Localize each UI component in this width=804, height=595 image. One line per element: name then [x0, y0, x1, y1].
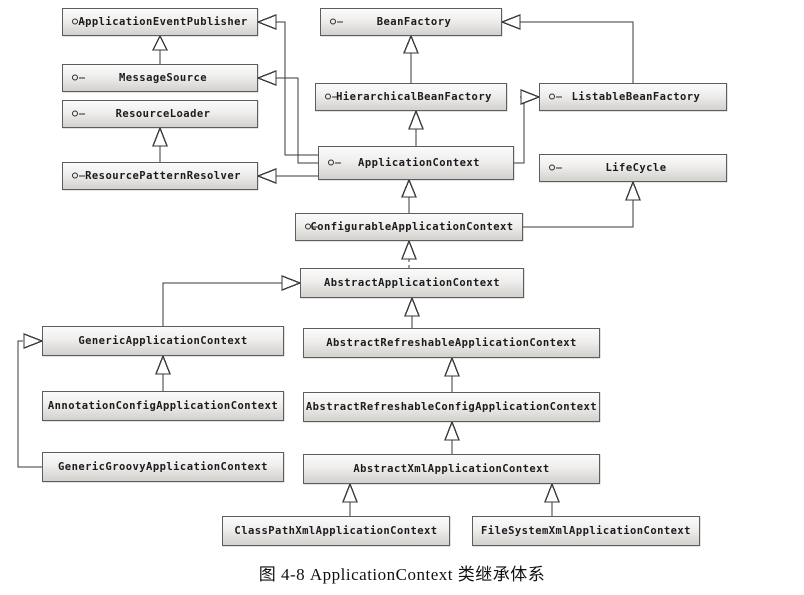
- edge-applicationContext-messageSource: [275, 77, 318, 164]
- class-node-label: ApplicationEventPublisher: [78, 15, 248, 28]
- arrowhead-up: [151, 126, 169, 147]
- edge-listableBeanFactory-beanFactory: [519, 21, 634, 83]
- class-node-label: GenericGroovyApplicationContext: [58, 460, 268, 473]
- edge-applicationContext-applicationEventPublisher: [275, 21, 318, 156]
- class-node-resourceLoader[interactable]: ResourceLoader: [62, 100, 258, 128]
- class-node-genericGroovyApplicationContext[interactable]: GenericGroovyApplicationContext: [42, 452, 284, 482]
- class-node-abstractRefreshableApplicationContext[interactable]: AbstractRefreshableApplicationContext: [303, 328, 600, 358]
- interface-circle-icon: [72, 74, 86, 83]
- figure-caption: 图 4-8 ApplicationContext 类继承体系: [258, 565, 546, 584]
- class-node-label: AbstractXmlApplicationContext: [353, 462, 550, 475]
- arrowhead-left: [256, 167, 277, 185]
- class-node-label: HierarchicalBeanFactory: [336, 90, 492, 103]
- class-node-label: ClassPathXmlApplicationContext: [234, 524, 438, 537]
- class-node-label: BeanFactory: [376, 15, 452, 28]
- interface-circle-icon: [72, 110, 86, 119]
- interface-circle-icon: [72, 18, 86, 27]
- arrowhead-up: [407, 109, 425, 130]
- edge-applicationContext-listableBeanFactory: [514, 96, 525, 164]
- edge-genericGroovyApplicationContext-genericApplicationContext: [17, 340, 42, 468]
- interface-circle-icon: [549, 93, 563, 102]
- arrowhead-up: [403, 296, 421, 317]
- arrowhead-up: [400, 239, 418, 260]
- class-node-hierarchicalBeanFactory[interactable]: HierarchicalBeanFactory: [315, 83, 507, 111]
- class-node-configurableApplicationContext[interactable]: ConfigurableApplicationContext: [295, 213, 523, 241]
- class-node-label: ResourceLoader: [115, 107, 211, 120]
- class-node-label: GenericApplicationContext: [78, 334, 248, 347]
- arrowhead-up: [402, 34, 420, 54]
- class-node-label: AnnotationConfigApplicationContext: [47, 399, 279, 412]
- class-node-label: FileSystemXmlApplicationContext: [481, 524, 691, 537]
- class-node-applicationContext[interactable]: ApplicationContext: [318, 146, 514, 180]
- class-node-label: LifeCycle: [605, 161, 667, 174]
- class-node-label: AbstractApplicationContext: [323, 276, 501, 289]
- class-node-applicationEventPublisher[interactable]: ApplicationEventPublisher: [62, 8, 258, 36]
- interface-circle-icon: [328, 159, 342, 168]
- class-node-abstractRefreshableConfigApplicationContext[interactable]: AbstractRefreshableConfigApplicationCont…: [303, 392, 600, 422]
- interface-circle-icon: [549, 164, 563, 173]
- class-node-listableBeanFactory[interactable]: ListableBeanFactory: [539, 83, 727, 111]
- arrowhead-left: [256, 13, 277, 31]
- arrowhead-left: [500, 13, 521, 31]
- arrowhead-right: [23, 332, 44, 350]
- arrowhead-up: [151, 34, 169, 51]
- class-node-lifeCycle[interactable]: LifeCycle: [539, 154, 727, 182]
- arrowhead-up: [543, 482, 561, 503]
- edge-genericApplicationContext-abstractApplicationContext: [162, 282, 283, 326]
- class-node-genericApplicationContext[interactable]: GenericApplicationContext: [42, 326, 284, 356]
- class-node-label: AbstractRefreshableConfigApplicationCont…: [305, 400, 598, 413]
- class-node-annotationConfigApplicationContext[interactable]: AnnotationConfigApplicationContext: [42, 391, 284, 421]
- class-node-messageSource[interactable]: MessageSource: [62, 64, 258, 92]
- arrowhead-up: [443, 356, 461, 377]
- arrowhead-up: [443, 420, 461, 441]
- class-node-label: AbstractRefreshableApplicationContext: [326, 336, 577, 349]
- interface-circle-icon: [325, 93, 339, 102]
- edge-configurableApplicationContext-lifeCycle: [523, 199, 634, 228]
- class-node-label: ListableBeanFactory: [571, 90, 701, 103]
- class-node-label: ApplicationContext: [358, 156, 480, 169]
- interface-circle-icon: [305, 223, 319, 232]
- arrowhead-right: [520, 88, 541, 106]
- class-node-beanFactory[interactable]: BeanFactory: [320, 8, 502, 36]
- arrowhead-right: [281, 274, 302, 292]
- class-node-fileSystemXmlApplicationContext[interactable]: FileSystemXmlApplicationContext: [472, 516, 700, 546]
- class-node-abstractApplicationContext[interactable]: AbstractApplicationContext: [300, 268, 524, 298]
- arrowhead-up: [400, 178, 418, 198]
- class-node-label: ConfigurableApplicationContext: [310, 220, 514, 233]
- class-node-abstractXmlApplicationContext[interactable]: AbstractXmlApplicationContext: [303, 454, 600, 484]
- arrowhead-up: [154, 354, 172, 375]
- arrowhead-up: [341, 482, 359, 503]
- class-node-classPathXmlApplicationContext[interactable]: ClassPathXmlApplicationContext: [222, 516, 450, 546]
- class-node-label: MessageSource: [118, 71, 208, 84]
- class-node-label: ResourcePatternResolver: [85, 169, 241, 182]
- class-node-resourcePatternResolver[interactable]: ResourcePatternResolver: [62, 162, 258, 190]
- arrowhead-left: [256, 69, 277, 87]
- interface-circle-icon: [72, 172, 86, 181]
- interface-circle-icon: [330, 18, 344, 27]
- arrowhead-up: [624, 180, 642, 201]
